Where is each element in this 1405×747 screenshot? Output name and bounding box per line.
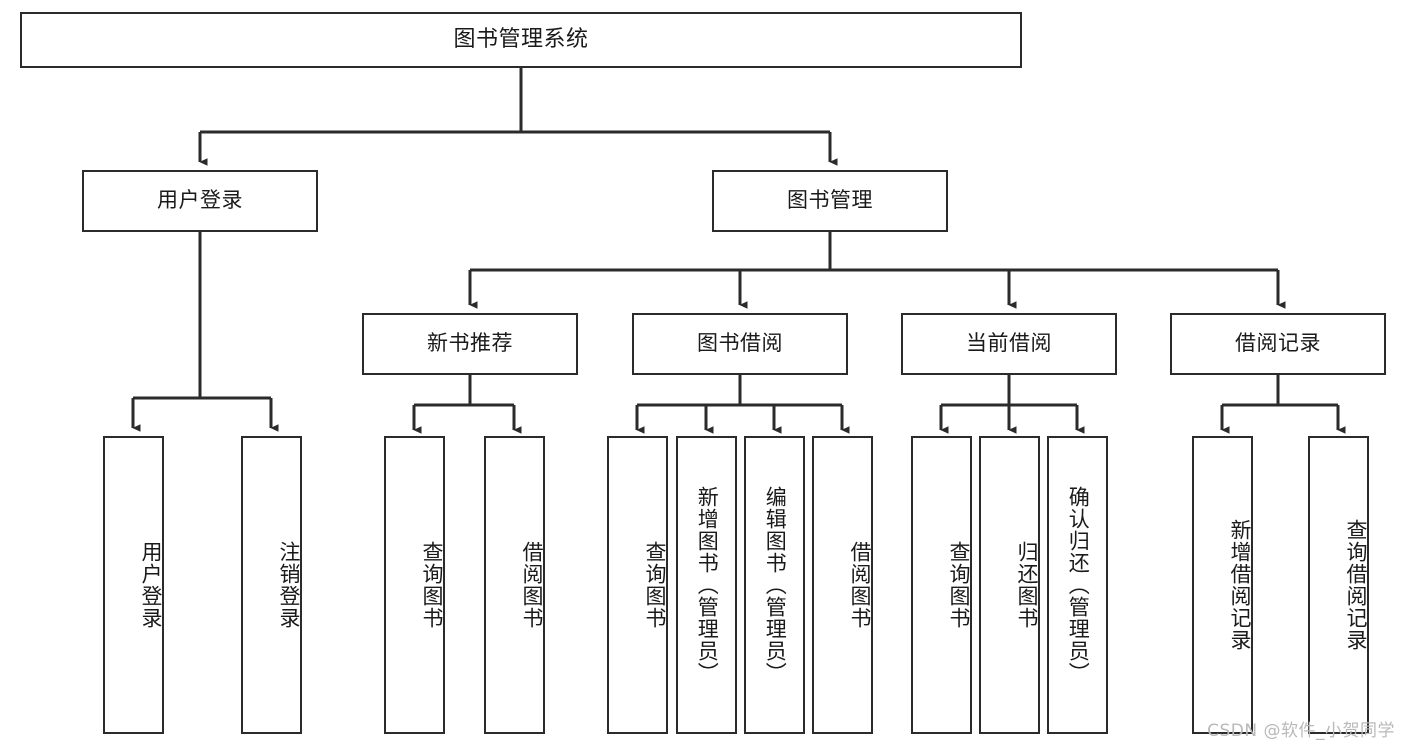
- leaf-label: 查询图书: [420, 541, 444, 629]
- node-leaf-user-login[interactable]: 用户登录: [103, 436, 164, 734]
- node-leaf-query-book-borrow[interactable]: 查询图书: [607, 436, 668, 734]
- node-leaf-confirm-return[interactable]: 确认归还（管理员）: [1047, 436, 1108, 734]
- node-new-book-recommend[interactable]: 新书推荐: [362, 313, 578, 375]
- node-leaf-borrow-book[interactable]: 借阅图书: [812, 436, 873, 734]
- leaf-label: 新增借阅记录: [1228, 519, 1252, 651]
- leaf-label: 编辑图书（管理员）: [763, 486, 788, 684]
- node-leaf-logout[interactable]: 注销登录: [241, 436, 302, 734]
- node-book-management[interactable]: 图书管理: [712, 170, 948, 232]
- leaf-label: 新增图书（管理员）: [695, 486, 720, 684]
- leaf-label: 查询图书: [947, 541, 971, 629]
- leaf-label: 借阅图书: [520, 541, 544, 629]
- node-leaf-borrow-book-recommend[interactable]: 借阅图书: [484, 436, 545, 734]
- leaf-label: 查询借阅记录: [1344, 519, 1368, 651]
- node-leaf-add-book[interactable]: 新增图书（管理员）: [676, 436, 737, 734]
- node-current-borrow[interactable]: 当前借阅: [901, 313, 1117, 375]
- node-leaf-query-book-recommend[interactable]: 查询图书: [384, 436, 445, 734]
- leaf-label: 用户登录: [139, 541, 163, 629]
- node-leaf-edit-book[interactable]: 编辑图书（管理员）: [744, 436, 805, 734]
- node-borrow-record[interactable]: 借阅记录: [1170, 313, 1386, 375]
- node-root-system[interactable]: 图书管理系统: [20, 12, 1022, 68]
- leaf-label: 确认归还（管理员）: [1066, 486, 1091, 684]
- node-user-login[interactable]: 用户登录: [82, 170, 318, 232]
- node-leaf-add-borrow-record[interactable]: 新增借阅记录: [1192, 436, 1253, 734]
- leaf-label: 注销登录: [277, 541, 301, 629]
- node-book-borrow[interactable]: 图书借阅: [632, 313, 848, 375]
- node-leaf-query-book-current[interactable]: 查询图书: [911, 436, 972, 734]
- leaf-label: 查询图书: [643, 541, 667, 629]
- csdn-watermark: CSDN @软件_小贺同学: [1207, 721, 1395, 741]
- leaf-label: 借阅图书: [848, 541, 872, 629]
- node-leaf-return-book[interactable]: 归还图书: [979, 436, 1040, 734]
- leaf-label: 归还图书: [1015, 541, 1039, 629]
- node-leaf-query-borrow-record[interactable]: 查询借阅记录: [1308, 436, 1369, 734]
